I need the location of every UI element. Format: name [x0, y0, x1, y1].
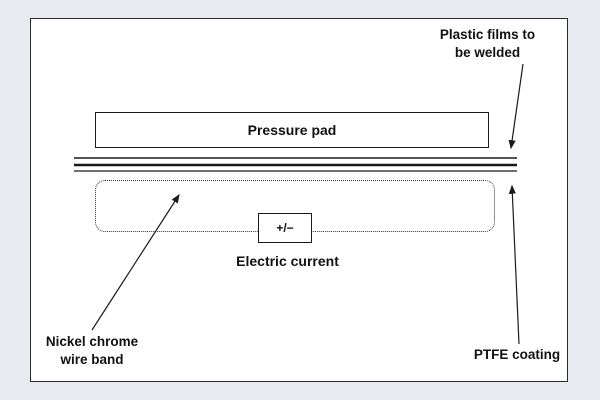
plastic-films-label: Plastic films to be welded	[415, 26, 560, 61]
nickel-chrome-label: Nickel chrome wire band	[22, 333, 162, 368]
current-source-box: +/−	[258, 213, 312, 243]
plastic-films-label-line2: be welded	[454, 44, 521, 60]
pressure-pad-box: Pressure pad	[95, 112, 489, 148]
electric-current-label: Electric current	[236, 253, 339, 269]
ptfe-label: PTFE coating	[473, 347, 561, 362]
plus-minus-label: +/−	[276, 221, 294, 235]
nickel-chrome-label-line2: wire band	[60, 351, 124, 367]
nickel-chrome-label-line1: Nickel chrome	[45, 334, 139, 349]
plastic-films-label-line1: Plastic films to	[439, 27, 536, 42]
pressure-pad-label: Pressure pad	[247, 122, 337, 138]
